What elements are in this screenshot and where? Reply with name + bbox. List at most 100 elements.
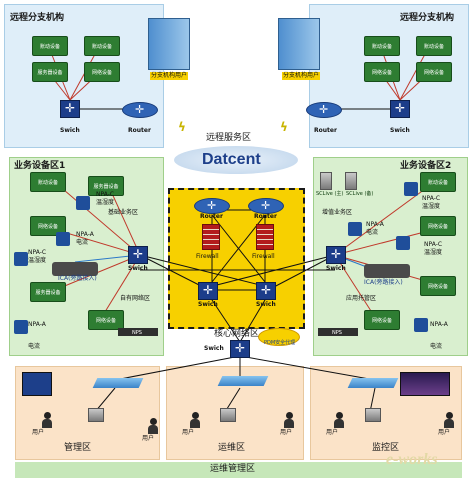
lightning-right-icon: ϟ <box>280 120 288 134</box>
core-main-switch-icon <box>230 340 250 358</box>
zone2-sclive-primary-icon <box>320 172 332 190</box>
zone1-humidity-label: 温湿度 <box>96 199 115 206</box>
management-dashboard-screen <box>22 372 52 396</box>
branch-left-device-1: 账动设备 <box>32 36 68 56</box>
ops-user-2-icon <box>284 412 294 428</box>
monitor-user-2-icon <box>444 412 454 428</box>
brand-name: Datcent <box>202 151 261 168</box>
ops-pc-icon <box>220 408 236 422</box>
core-firewall-1-icon <box>202 224 220 250</box>
branch-left-device-2: 账动设备 <box>84 36 120 56</box>
zone2-ica-device <box>364 264 410 278</box>
core-switch-1-label: Swich <box>198 301 218 308</box>
zone2-device-a: 账动设备 <box>420 172 456 192</box>
branch-left-title: 远程分支机构 <box>10 13 65 23</box>
branch-left-router-label: Router <box>128 127 151 134</box>
management-zone-label: 管理区 <box>64 443 92 453</box>
core-firewall-2-label: Firewall <box>252 253 275 260</box>
management-user-1-icon <box>42 412 52 428</box>
monitor-user-1-label: 用户 <box>326 429 339 436</box>
zone1-device-b: 网络设备 <box>30 216 66 236</box>
zone1-device-a: 账动设备 <box>30 172 66 192</box>
zone2-app-hosting-label: 应用托管区 <box>346 295 377 302</box>
zone2-device-d: 网络设备 <box>364 310 400 330</box>
branch-right-device-2: 账动设备 <box>416 36 452 56</box>
branch-left-switch-label: Swich <box>60 127 80 134</box>
zone1-base-biz-label: 基础业务区 <box>108 209 139 216</box>
management-user-2-label: 用户 <box>142 435 155 442</box>
monitoring-wall-screen <box>400 372 450 396</box>
zone1-npa-a-label: NPA-A <box>76 231 94 238</box>
zone1-switch-label: Swich <box>128 265 148 272</box>
zone2-title: 业务设备区2 <box>400 161 452 171</box>
pdm-agent-label: PDM安全代理 <box>264 340 296 346</box>
zone2-npa-c2-icon <box>396 236 410 250</box>
branch-right-building-icon <box>278 18 320 70</box>
zone2-sclive-primary-label: SCLive (主) <box>316 191 344 197</box>
zone1-npa-a2-icon <box>14 320 28 334</box>
zone2-npa-c2-label: NPA-C <box>424 241 443 248</box>
branch-right-router-label: Router <box>314 127 337 134</box>
monitoring-switch-icon <box>347 378 399 388</box>
zone2-npa-c-icon <box>404 182 418 196</box>
core-firewall-2-icon <box>256 224 274 250</box>
ops-user-1-icon <box>190 412 200 428</box>
branch-left-device-3: 服务器设备 <box>32 62 68 82</box>
zone1-current-label: 电流 <box>76 239 89 246</box>
zone1-self-net-label: 自有网络区 <box>120 295 151 302</box>
zone2-npa-a-label: NPA-A <box>366 221 384 228</box>
core-main-switch-label: Swich <box>204 345 224 352</box>
zone1-ica-device <box>52 262 98 276</box>
zone1-npa-c-label: NPA-C <box>96 191 115 198</box>
ops-user-2-label: 用户 <box>280 429 293 436</box>
management-user-1-label: 用户 <box>32 429 45 436</box>
zone1-device-d: 服务器设备 <box>30 282 66 302</box>
core-switch-2-icon <box>256 282 276 300</box>
operations-zone-label: 运维区 <box>218 443 246 453</box>
branch-right-device-1: 账动设备 <box>364 36 400 56</box>
zone2-sclive-backup-label: SCLive (备) <box>346 191 374 197</box>
core-router-1-label: Router <box>200 213 223 220</box>
zone2-sclive-backup-icon <box>345 172 357 190</box>
remote-service-zone-label: 远程服务区 <box>206 133 252 143</box>
zone2-humidity-label: 温湿度 <box>422 203 441 210</box>
core-router-2-icon <box>248 198 284 214</box>
zone1-npa-c2-label: NPA-C <box>28 249 47 256</box>
zone2-switch-label: Swich <box>326 265 346 272</box>
core-switch-1-icon <box>198 282 218 300</box>
branch-right-building-label: 分支机构用户 <box>282 72 321 80</box>
zone2-nps-device <box>318 328 358 336</box>
branch-right-device-3: 网络设备 <box>364 62 400 82</box>
branch-right-device-4: 网络设备 <box>416 62 452 82</box>
zone1-nps-label: NPS <box>132 330 142 336</box>
ops-user-1-label: 用户 <box>182 429 195 436</box>
branch-left-device-4: 网络设备 <box>84 62 120 82</box>
branch-right-switch-label: Swich <box>390 127 410 134</box>
core-router-1-icon <box>194 198 230 214</box>
monitor-pc-icon <box>365 408 381 422</box>
branch-left-router-icon <box>122 102 158 118</box>
core-router-2-label: Router <box>254 213 277 220</box>
zone1-switch-icon <box>128 246 148 264</box>
core-zone <box>168 188 305 329</box>
lightning-left-icon: ϟ <box>178 120 186 134</box>
zone2-switch-icon <box>326 246 346 264</box>
zone1-nps-device <box>118 328 158 336</box>
core-switch-2-label: Swich <box>256 301 276 308</box>
zone1-npa-a-icon <box>56 232 70 246</box>
watermark-logo: e-works <box>386 451 438 468</box>
branch-left-switch-icon <box>60 100 80 118</box>
zone2-device-c: 网络设备 <box>420 276 456 296</box>
zone1-npa-c2-icon <box>14 252 28 266</box>
monitoring-zone-label: 监控区 <box>372 443 400 453</box>
zone2-humidity2-label: 温湿度 <box>424 249 443 256</box>
zone1-humidity2-label: 温湿度 <box>28 257 47 264</box>
branch-right-switch-icon <box>390 100 410 118</box>
zone2-npa-a-icon <box>348 222 362 236</box>
footer-band <box>15 462 462 478</box>
zone2-ica-label: ICA(旁路接入) <box>364 279 403 286</box>
operations-switch-icon <box>217 376 269 386</box>
monitor-user-1-icon <box>334 412 344 428</box>
zone1-npa-c-icon <box>76 196 90 210</box>
zone1-device-e: 网络设备 <box>88 310 124 330</box>
